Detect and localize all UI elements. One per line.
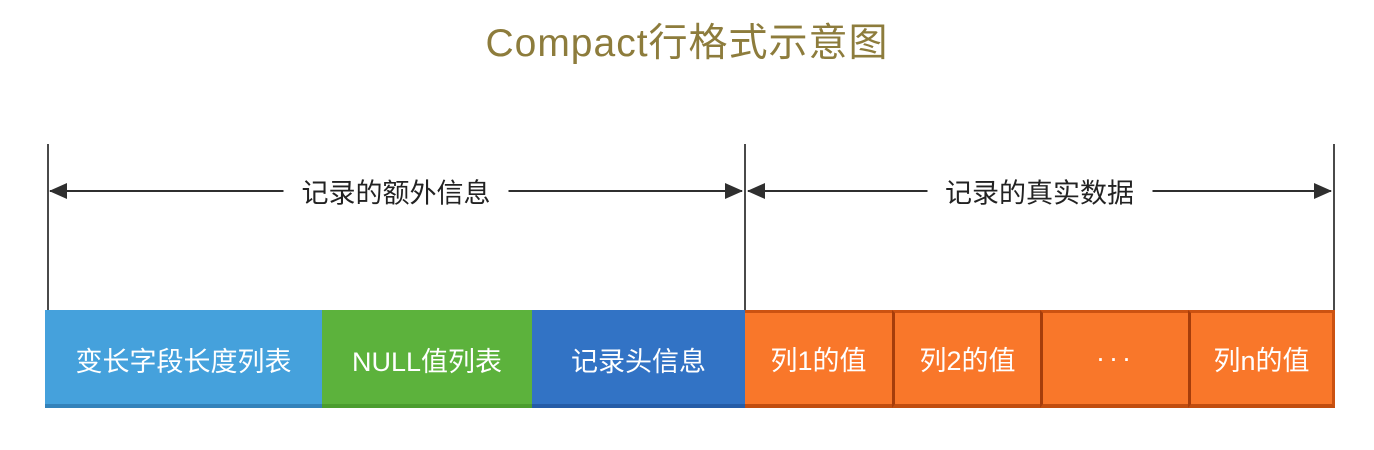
segment-record-header-info: 记录头信息 xyxy=(532,310,745,408)
arrow-left-icon xyxy=(747,183,765,199)
segment-label: 列1的值 xyxy=(770,346,867,376)
page-title: Compact行格式示意图 xyxy=(485,22,889,65)
segment-col2-value: 列2的值 xyxy=(892,310,1040,408)
real-data-span-arrow: 记录的真实数据 xyxy=(747,171,1332,211)
segment-null-value-list: NULL值列表 xyxy=(322,310,532,408)
arrow-left-icon xyxy=(49,183,67,199)
arrow-right-icon xyxy=(725,183,743,199)
boundary-line-right xyxy=(1333,144,1335,311)
boundary-line-middle xyxy=(744,144,746,311)
record-format-bar: 变长字段长度列表 NULL值列表 记录头信息 列1的值 列2的值 ··· 列n的… xyxy=(45,310,1335,408)
segment-label: 变长字段长度列表 xyxy=(75,346,292,377)
segment-label: 记录头信息 xyxy=(571,346,706,377)
segment-coln-value: 列n的值 xyxy=(1188,310,1335,408)
arrow-right-icon xyxy=(1314,183,1332,199)
segment-label: NULL值列表 xyxy=(351,346,503,377)
segment-variable-length-field-list: 变长字段长度列表 xyxy=(45,310,322,408)
segment-label: 列n的值 xyxy=(1213,346,1310,376)
segment-label: 列2的值 xyxy=(919,346,1016,376)
boundary-line-left xyxy=(47,144,49,311)
real-data-label: 记录的真实数据 xyxy=(927,171,1152,211)
segment-ellipsis: ··· xyxy=(1040,310,1188,408)
extra-info-span-arrow: 记录的额外信息 xyxy=(49,171,743,211)
segment-label: ··· xyxy=(1096,343,1135,373)
extra-info-label: 记录的额外信息 xyxy=(283,171,509,211)
segment-col1-value: 列1的值 xyxy=(745,310,892,408)
